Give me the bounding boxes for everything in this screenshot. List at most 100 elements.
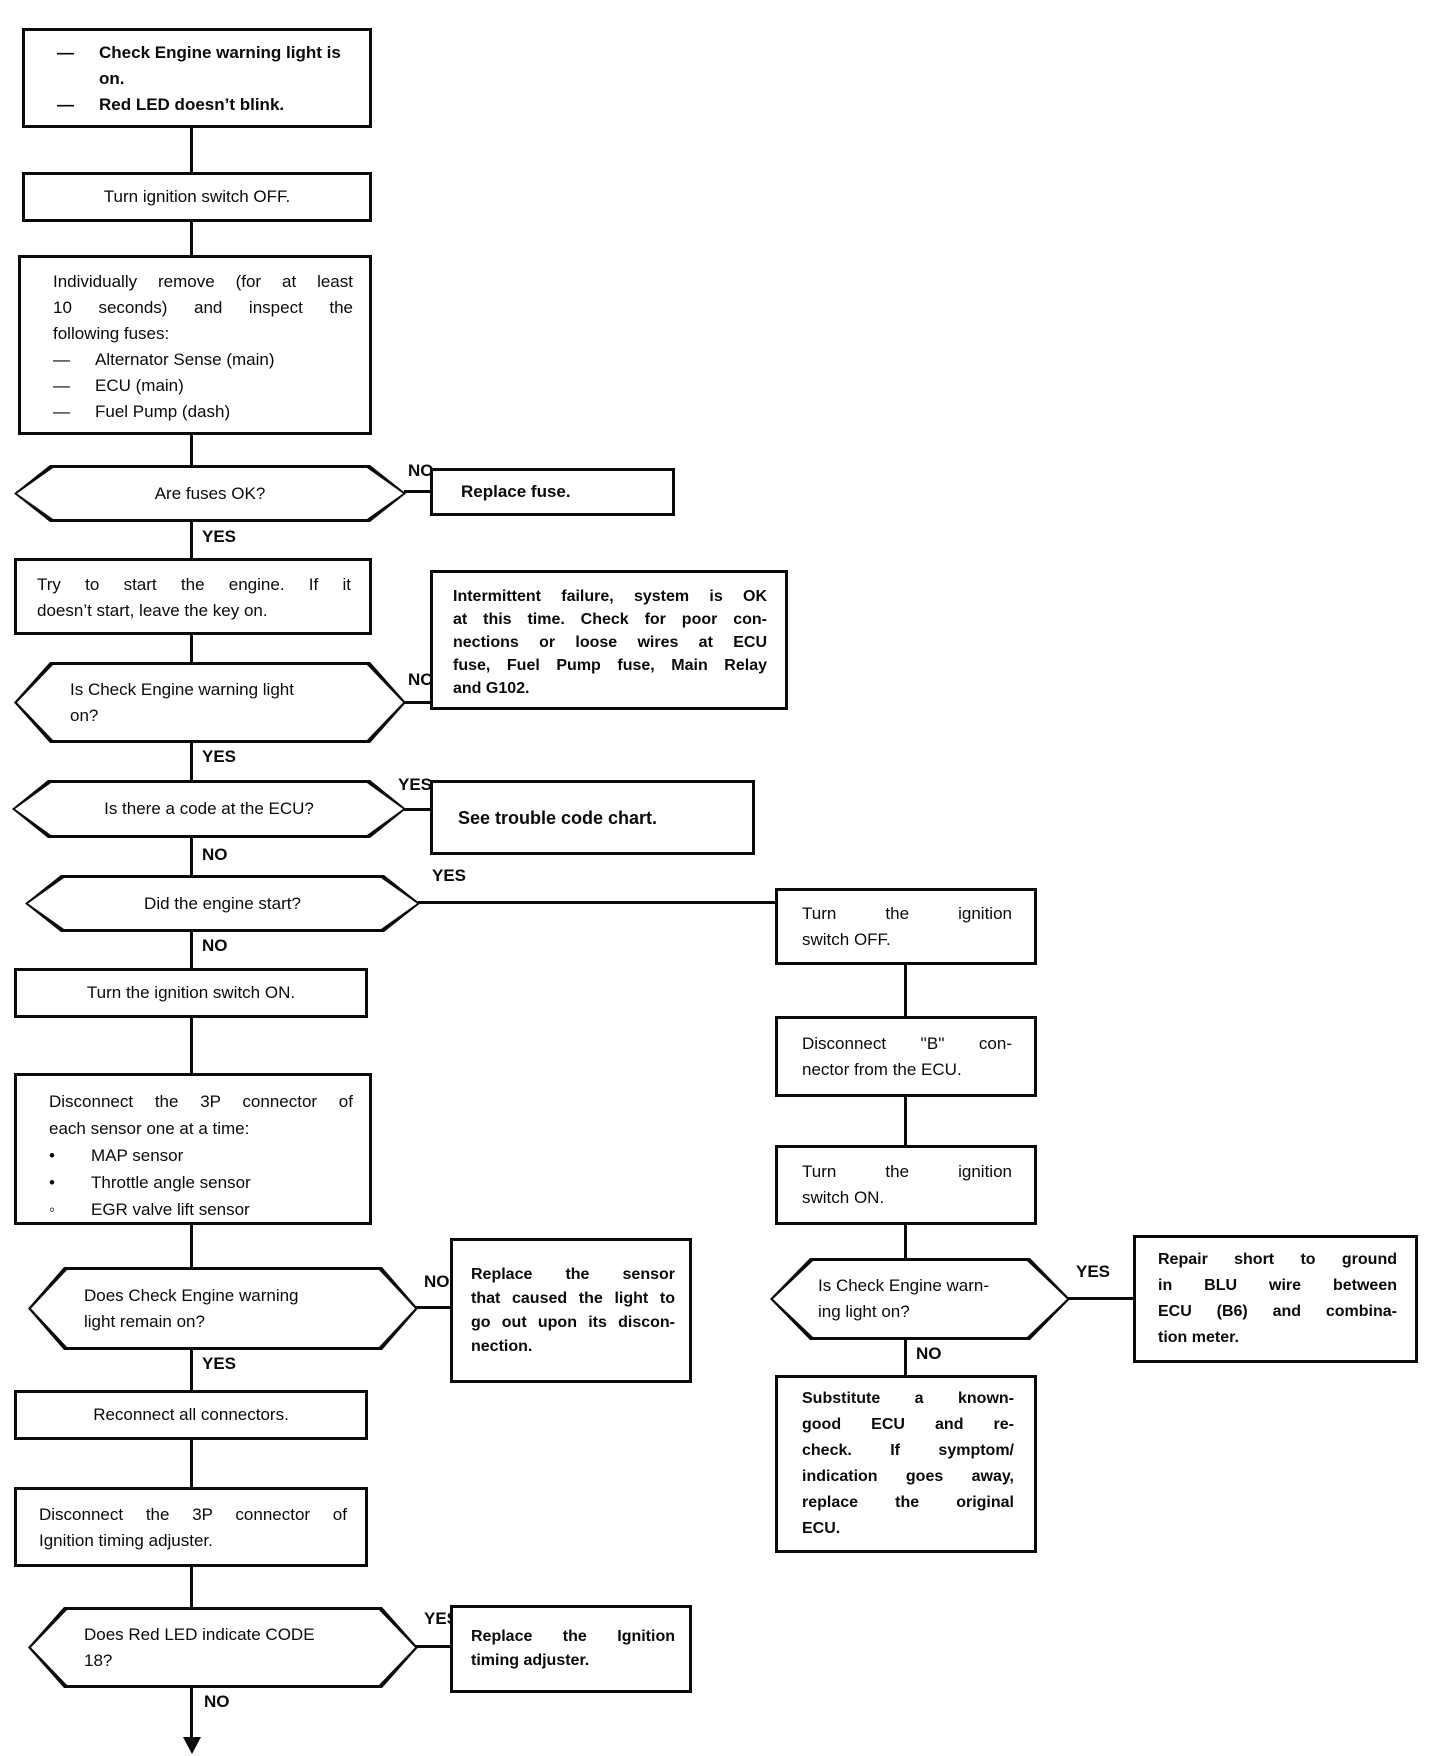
node-text-line: switch ON. xyxy=(802,1188,885,1207)
node-replace-sensor: Replace the sensor that caused the light… xyxy=(450,1238,692,1383)
node-see-trouble-code-chart: See trouble code chart. xyxy=(430,780,755,855)
node-text-line: Disconnect the 3P connector of xyxy=(49,1092,353,1111)
decision-text: Is there a code at the ECU? xyxy=(104,799,314,818)
bullet-marker: • xyxy=(49,1173,55,1192)
node-disconnect-b-connector: Disconnect ''B'' con- nector from the EC… xyxy=(775,1016,1037,1097)
flow-line xyxy=(190,222,193,255)
decision-code-18: Does Red LED indicate CODE 18? xyxy=(28,1607,418,1688)
branch-label-yes: YES xyxy=(398,775,433,794)
node-text-line: Replace the Ignition xyxy=(471,1628,675,1645)
dash-marker: — xyxy=(57,43,74,62)
node-text-line: ECU. xyxy=(802,1520,841,1537)
flow-line xyxy=(904,1340,907,1375)
start-line-3: Red LED doesn’t blink. xyxy=(99,95,285,114)
node-inspect-fuses: Individually remove (for at least 10 sec… xyxy=(18,255,372,435)
decision-r-light-on: Is Check Engine warn- ing light on? xyxy=(770,1258,1070,1340)
node-text-line: Turn the ignition xyxy=(802,1162,1012,1181)
list-item: — ECU (main) xyxy=(53,373,353,399)
bullet-marker: • xyxy=(49,1146,55,1165)
node-text-line: in BLU wire between xyxy=(1158,1277,1397,1294)
flow-line xyxy=(190,1018,193,1073)
node-text-line: go out upon its discon- xyxy=(471,1313,675,1331)
node-ignition-on: Turn the ignition switch ON. xyxy=(14,968,368,1018)
node-text-line: Ignition timing adjuster. xyxy=(39,1531,213,1550)
flow-line xyxy=(190,435,193,465)
flow-line xyxy=(416,1645,450,1648)
fuse-item: ECU (main) xyxy=(95,376,184,395)
branch-label-no: NO xyxy=(408,461,434,480)
node-try-start: Try to start the engine. If it doesn’t s… xyxy=(14,558,372,635)
decision-are-fuses-ok: Are fuses OK? xyxy=(14,465,406,522)
fuse-item: Alternator Sense (main) xyxy=(95,350,275,369)
node-text: Turn the ignition switch ON. xyxy=(86,983,296,1002)
decision-text-line: Is Check Engine warning light xyxy=(70,679,294,699)
node-r-ignition-off: Turn the ignition switch OFF. xyxy=(775,888,1037,965)
bullet-marker: ◦ xyxy=(49,1200,56,1219)
list-item: — Red LED doesn’t blink. xyxy=(57,92,355,118)
node-text-line: ECU (B6) and combina- xyxy=(1158,1303,1397,1320)
flow-line xyxy=(404,490,432,493)
branch-label-yes: YES xyxy=(202,747,237,766)
flow-line xyxy=(416,1306,450,1309)
node-text-line: that caused the light to xyxy=(471,1289,675,1307)
list-item: • Throttle angle sensor xyxy=(49,1169,353,1196)
flow-line xyxy=(404,808,432,811)
flow-line xyxy=(190,1440,193,1487)
node-text: Turn ignition switch OFF. xyxy=(103,187,291,206)
node-text-line: Intermittent failure, system is OK xyxy=(453,588,767,605)
node-text-line: nector from the ECU. xyxy=(802,1059,962,1079)
node-text-line: switch OFF. xyxy=(802,929,891,949)
list-item: — Alternator Sense (main) xyxy=(53,347,353,373)
node-text-line: good ECU and re- xyxy=(802,1416,1014,1433)
decision-code-at-ecu: Is there a code at the ECU? xyxy=(12,780,406,838)
flow-line xyxy=(418,901,775,904)
branch-label-no: NO xyxy=(202,936,228,955)
list-item: ◦ EGR valve lift sensor xyxy=(49,1196,353,1223)
flow-line xyxy=(190,838,193,875)
decision-light-remain: Does Check Engine warning light remain o… xyxy=(28,1267,418,1350)
node-text-line: Try to start the engine. If it xyxy=(37,575,351,594)
decision-text-line: Is Check Engine warn- xyxy=(818,1276,990,1295)
flow-line xyxy=(190,522,193,558)
node-repair-short: Repair short to ground in BLU wire betwe… xyxy=(1133,1235,1418,1363)
start-line-1: Check Engine warning light is xyxy=(99,43,341,62)
dash-marker: — xyxy=(57,95,74,114)
start-line-2: on. xyxy=(99,69,125,88)
node-text-line: Substitute a known- xyxy=(802,1390,1014,1407)
node-disconnect-sensors: Disconnect the 3P connector of each sens… xyxy=(14,1073,372,1225)
flow-line xyxy=(190,1350,193,1390)
branch-label-yes: YES xyxy=(424,1609,459,1628)
branch-label-yes: YES xyxy=(202,527,237,546)
flow-line xyxy=(190,1225,193,1267)
decision-text-line: light remain on? xyxy=(84,1311,205,1331)
node-text-line: fuse, Fuel Pump fuse, Main Relay xyxy=(453,657,767,674)
sensor-item: MAP sensor xyxy=(91,1146,184,1165)
decision-text-line: 18? xyxy=(84,1650,113,1670)
decision-engine-start: Did the engine start? xyxy=(25,875,420,932)
flow-line xyxy=(190,743,193,780)
down-arrowhead xyxy=(183,1737,201,1754)
dash-marker: — xyxy=(53,376,70,395)
fuse-item: Fuel Pump (dash) xyxy=(95,402,231,421)
decision-text-line: ing light on? xyxy=(818,1302,910,1321)
branch-label-yes: YES xyxy=(202,1354,237,1373)
node-text-line: Disconnect the 3P connector of xyxy=(39,1505,347,1524)
node-text-line: timing adjuster. xyxy=(471,1652,590,1669)
node-replace-fuse: Replace fuse. xyxy=(430,468,675,516)
fuses-intro-line: Individually remove (for at least xyxy=(53,272,353,291)
flow-line xyxy=(904,965,907,1016)
flow-line xyxy=(904,1225,907,1258)
node-text-line: each sensor one at a time: xyxy=(49,1119,250,1138)
flow-line xyxy=(190,1688,193,1738)
branch-label-no: NO xyxy=(202,845,228,864)
node-substitute-ecu: Substitute a known- good ECU and re- che… xyxy=(775,1375,1037,1553)
list-item: — Check Engine warning light is on. xyxy=(57,40,355,92)
node-text-line: Turn the ignition xyxy=(802,903,1012,923)
flow-line xyxy=(190,932,193,968)
branch-label-yes: YES xyxy=(432,866,467,885)
node-text-line: indication goes away, xyxy=(802,1468,1014,1485)
flow-line xyxy=(190,635,193,662)
node-text-line: doesn’t start, leave the key on. xyxy=(37,601,268,620)
branch-label-no: NO xyxy=(916,1344,942,1363)
